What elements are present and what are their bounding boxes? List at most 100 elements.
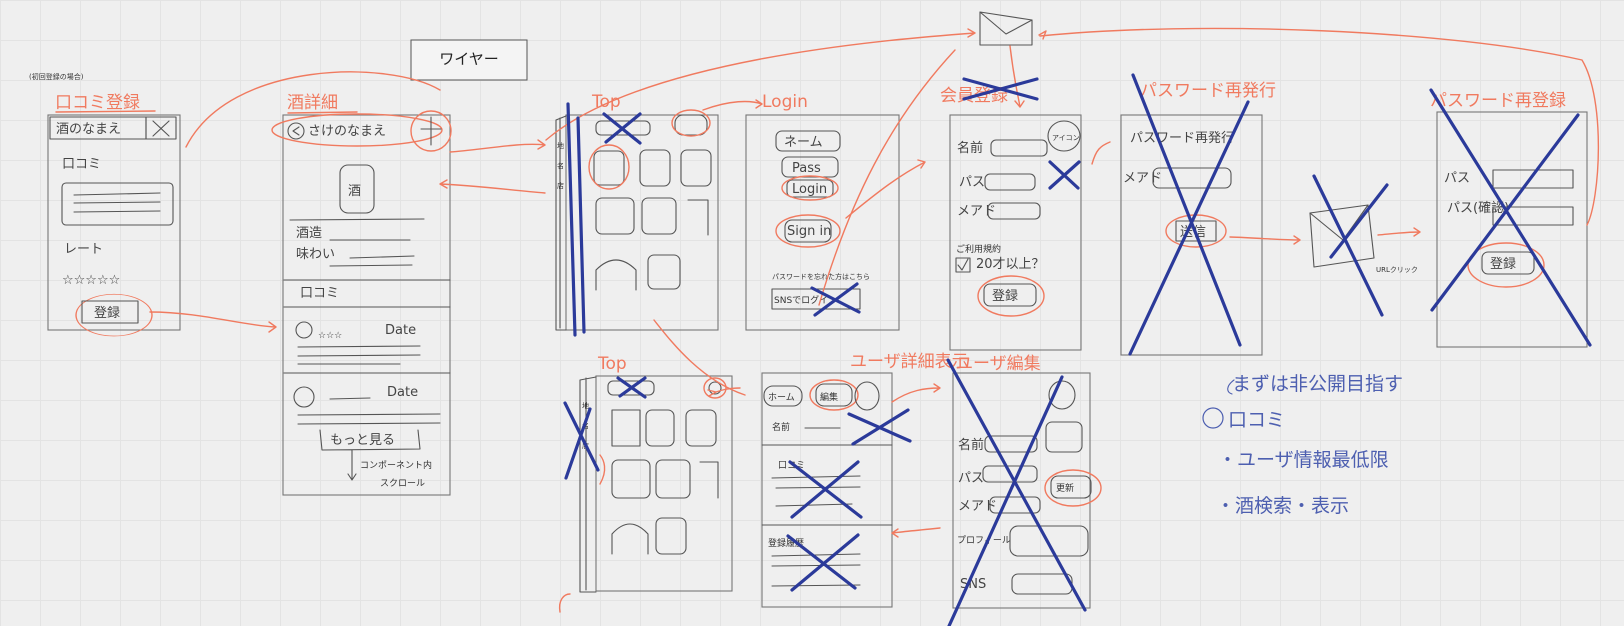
reissue-send-button[interactable] xyxy=(1175,220,1217,242)
login-link[interactable] xyxy=(674,114,708,136)
sake-card[interactable] xyxy=(645,409,675,447)
sake-card[interactable] xyxy=(685,409,717,447)
detail-sake-name: さけのなまえ xyxy=(308,124,386,139)
confirm-password-input[interactable] xyxy=(1492,206,1574,226)
login-button[interactable] xyxy=(786,179,834,198)
notes-item-1: 口コミ xyxy=(1228,409,1285,431)
svg-text:地: 地 xyxy=(582,401,589,410)
svg-text:Pass: Pass xyxy=(792,161,821,176)
screen-review-register: 口コミ登録 酒のなまえ 口コミ レート ☆☆☆☆☆ 登録 xyxy=(47,93,181,337)
sake-card[interactable] xyxy=(595,197,635,235)
forgot-password-link[interactable]: パスワードを忘れた方はこちら xyxy=(772,272,870,281)
user-name-label: 名前 xyxy=(772,421,790,433)
screen-top-logged-in: Top 地名店 xyxy=(579,354,733,593)
svg-text:☆☆☆☆☆: ☆☆☆☆☆ xyxy=(62,273,120,288)
avatar-upload-icon[interactable] xyxy=(1048,380,1076,410)
sns-link-button[interactable] xyxy=(1011,573,1073,595)
sake-card[interactable] xyxy=(611,459,651,499)
edit-profile-label: プロフィール xyxy=(957,535,1011,546)
sake-card[interactable] xyxy=(687,199,709,236)
svg-text:登録: 登録 xyxy=(1490,257,1516,272)
screen-title-user-detail: ユーザ詳細表示 xyxy=(850,352,969,372)
user-reviews-label: 口コミ xyxy=(778,461,805,471)
reregister-pass-label: パス xyxy=(1444,171,1470,186)
svg-text:ネーム: ネーム xyxy=(784,135,823,150)
screen-password-reissue: パスワード再発行 パスワード再発行 メアド 送信 xyxy=(1120,81,1276,356)
notes-item-3: ・酒検索・表示 xyxy=(1216,495,1349,517)
sake-card[interactable] xyxy=(680,149,712,187)
sake-card[interactable] xyxy=(655,517,687,555)
screen-title-password-reregister: パスワード再登録 xyxy=(1430,91,1566,111)
page-title: ワイヤー xyxy=(439,50,499,68)
reregister-button[interactable] xyxy=(1481,251,1535,275)
avatar-upload-icon[interactable] xyxy=(1047,120,1081,152)
screen-title-password-reissue: パスワード再発行 xyxy=(1140,81,1276,101)
review-date-2: Date xyxy=(387,385,418,400)
sake-card[interactable] xyxy=(699,461,719,499)
svg-text:酒: 酒 xyxy=(348,184,361,199)
edit-mail-input[interactable] xyxy=(989,496,1041,514)
sake-card[interactable] xyxy=(595,259,637,291)
user-avatar-icon xyxy=(854,381,880,411)
svg-text:Sign in: Sign in xyxy=(787,224,831,239)
search-box[interactable] xyxy=(595,120,651,136)
review-register-button[interactable] xyxy=(81,300,139,324)
sake-card[interactable] xyxy=(641,197,677,235)
screen-title-review-register: 口コミ登録 xyxy=(55,93,140,113)
sake-card[interactable] xyxy=(611,523,649,555)
user-avatar-icon[interactable] xyxy=(708,381,722,395)
sake-card[interactable] xyxy=(647,254,681,290)
sake-card[interactable] xyxy=(593,150,625,186)
svg-text:登録: 登録 xyxy=(992,289,1018,304)
password-input[interactable] xyxy=(781,156,839,178)
home-button[interactable] xyxy=(763,385,803,407)
edit-button[interactable] xyxy=(815,383,853,407)
screen-password-reregister: パスワード再登録 パス パス(確認) 登録 xyxy=(1430,91,1588,348)
screen-sake-detail: 酒詳細 さけのなまえ 酒 酒造 味わい 口コミ ☆☆☆ Date Date もっ… xyxy=(271,93,452,496)
svg-text:地: 地 xyxy=(557,141,564,150)
screen-title-top-logged-in: Top xyxy=(597,354,627,374)
first-registration-note: (初回登録の場合) xyxy=(29,72,84,81)
notes-item-2: ・ユーザ情報最低限 xyxy=(1218,449,1389,471)
page-title-box: ワイヤー xyxy=(410,39,528,81)
edit-pass-input[interactable] xyxy=(982,465,1038,483)
svg-text:更新: 更新 xyxy=(1056,482,1074,494)
update-button[interactable] xyxy=(1050,475,1092,499)
reissue-mail-input[interactable] xyxy=(1152,167,1232,189)
sake-card[interactable] xyxy=(655,459,691,499)
terms-link[interactable]: ご利用規約 xyxy=(956,243,1001,255)
more-reviews-link[interactable]: もっと見る xyxy=(330,433,395,448)
sake-card[interactable] xyxy=(611,409,641,447)
name-input[interactable] xyxy=(775,130,841,152)
detail-review-heading: 口コミ xyxy=(300,286,339,301)
search-box[interactable] xyxy=(607,380,655,396)
edit-pass-label: パス xyxy=(958,471,984,486)
sake-card[interactable] xyxy=(639,149,671,187)
mail-icon xyxy=(979,11,1033,46)
notes-block: まずは非公開目指す 口コミ ・ユーザ情報最低限 ・酒検索・表示 xyxy=(1202,373,1403,517)
back-icon[interactable] xyxy=(287,122,305,140)
svg-text:ホーム: ホーム xyxy=(768,392,795,403)
new-password-input[interactable] xyxy=(1492,169,1574,189)
signup-mail-label: メアド xyxy=(957,204,996,219)
signup-name-input[interactable] xyxy=(990,139,1048,157)
screen-title-user-edit: ユーザ編集 xyxy=(956,354,1041,374)
signup-mail-input[interactable] xyxy=(987,202,1041,220)
reviewer-avatar-icon xyxy=(295,321,313,339)
review-textarea[interactable] xyxy=(61,182,174,226)
add-review-icon[interactable] xyxy=(420,116,442,146)
signup-pass-input[interactable] xyxy=(984,173,1036,191)
signup-name-label: 名前 xyxy=(957,140,983,156)
svg-text:アイコン: アイコン xyxy=(1052,134,1080,142)
signup-register-button[interactable] xyxy=(983,283,1037,307)
close-icon[interactable] xyxy=(152,120,170,137)
scroll-note-2: スクロール xyxy=(380,478,425,489)
review-label: 口コミ xyxy=(62,157,101,172)
reviewer-avatar-icon xyxy=(293,386,315,408)
rating-stars[interactable]: ☆☆☆☆☆ xyxy=(62,273,120,288)
profile-textarea[interactable] xyxy=(1009,525,1089,557)
edit-name-input[interactable] xyxy=(984,435,1038,453)
url-click-label: URLクリック xyxy=(1376,266,1418,274)
age-checkbox[interactable] xyxy=(955,257,971,273)
signin-button[interactable] xyxy=(784,219,832,243)
